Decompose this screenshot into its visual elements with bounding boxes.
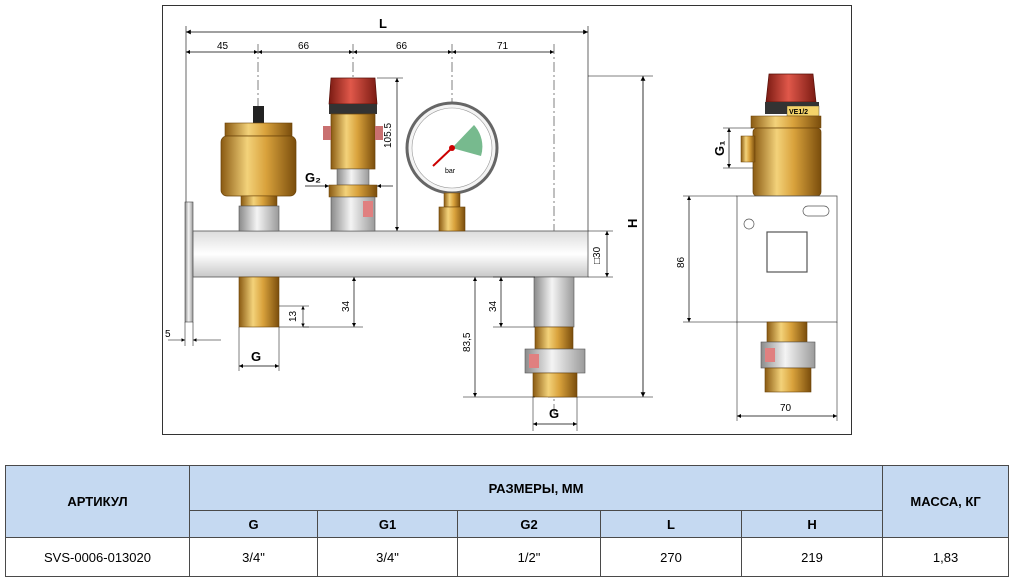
dimension-66a: 66 bbox=[298, 41, 310, 52]
gauge-unit: bar bbox=[445, 168, 456, 175]
header-mass: МАССА, КГ bbox=[882, 465, 1010, 538]
label-G2: G₂ bbox=[305, 170, 321, 185]
dimension-45: 45 bbox=[217, 41, 229, 52]
label-G-right: G bbox=[549, 406, 559, 421]
subheader-G: G bbox=[189, 510, 318, 538]
table-row: SVS-0006-013020 3/4" 3/4" 1/2" 270 219 1… bbox=[5, 537, 1010, 577]
dimension-66b: 66 bbox=[396, 41, 408, 52]
cell-mass: 1,83 bbox=[882, 537, 1010, 577]
cell-H: 219 bbox=[740, 537, 884, 577]
subheader-G2: G2 bbox=[457, 510, 601, 538]
dimension-5: 5 bbox=[165, 329, 171, 340]
side-valve-body bbox=[752, 127, 822, 197]
cell-L: 270 bbox=[600, 537, 742, 577]
dimension-H: H bbox=[625, 219, 640, 228]
cell-G: 3/4" bbox=[189, 537, 318, 577]
label-G1: G₁ bbox=[712, 141, 727, 157]
manifold-pipe bbox=[192, 230, 589, 278]
dimension-13: 13 bbox=[288, 310, 299, 322]
technical-drawing: L 45 66 66 71 H 5 □30 13 G 34 bbox=[162, 5, 852, 435]
outlet-right bbox=[533, 276, 575, 328]
dimension-86: 86 bbox=[676, 256, 687, 268]
subheader-L: L bbox=[600, 510, 742, 538]
subheader-H: H bbox=[740, 510, 884, 538]
side-valve-cap bbox=[765, 73, 817, 103]
dimension-105-5: 105.5 bbox=[383, 123, 394, 148]
air-vent-cap bbox=[253, 106, 264, 126]
dimension-83-5: 83,5 bbox=[462, 332, 473, 352]
dimension-70: 70 bbox=[780, 403, 792, 414]
brand-mark: VE1/2 bbox=[789, 109, 808, 116]
safety-valve-cap bbox=[328, 77, 378, 105]
outlet-left bbox=[238, 276, 280, 328]
cell-G2: 1/2" bbox=[457, 537, 601, 577]
union-nut bbox=[524, 348, 586, 374]
header-dimensions: РАЗМЕРЫ, ММ bbox=[188, 465, 884, 511]
wall-bracket bbox=[184, 201, 194, 323]
header-article: АРТИКУЛ bbox=[5, 465, 190, 538]
air-vent-body bbox=[220, 135, 297, 197]
cell-article: SVS-0006-013020 bbox=[5, 537, 190, 577]
cell-G1: 3/4" bbox=[317, 537, 458, 577]
dimension-71: 71 bbox=[497, 41, 509, 52]
label-G-left: G bbox=[251, 349, 261, 364]
dimension-34a: 34 bbox=[341, 300, 352, 312]
dimension-L: L bbox=[379, 16, 387, 31]
safety-valve-body bbox=[330, 113, 376, 170]
drawing-svg: L 45 66 66 71 H 5 □30 13 G 34 bbox=[165, 16, 838, 431]
subheader-G1: G1 bbox=[317, 510, 458, 538]
spec-table: АРТИКУЛ РАЗМЕРЫ, ММ МАССА, КГ G G1 G2 L … bbox=[5, 465, 1010, 577]
dimension-30: □30 bbox=[592, 246, 603, 264]
dimension-34b: 34 bbox=[488, 300, 499, 312]
